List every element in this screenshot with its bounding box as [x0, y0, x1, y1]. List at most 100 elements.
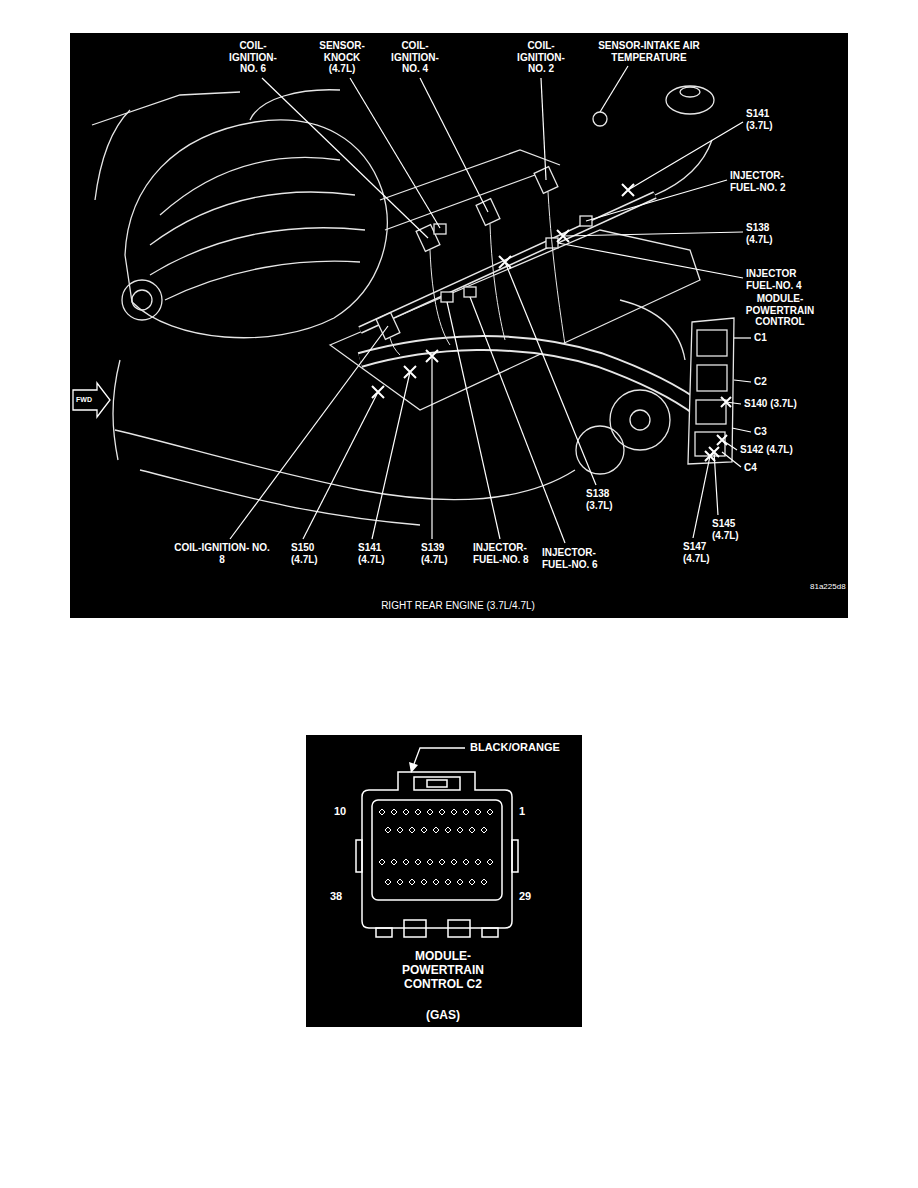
engine-front — [620, 300, 685, 360]
coil-wires — [390, 192, 565, 355]
leader-line — [372, 372, 410, 539]
wire — [430, 250, 450, 345]
pin-cavity — [397, 879, 403, 885]
throttle-body — [132, 290, 152, 310]
pin-cavity — [451, 859, 457, 865]
leader-line — [541, 78, 546, 180]
pin-cavity — [445, 827, 451, 833]
module-connector — [695, 432, 725, 456]
throttle-body — [122, 280, 162, 320]
splice-mark — [426, 350, 438, 362]
splice-label: S138 (3.7L) — [586, 488, 630, 511]
pin-number: 38 — [330, 890, 342, 903]
pin-grid — [379, 809, 493, 885]
pin-cavity — [385, 827, 391, 833]
splice-mark — [404, 366, 416, 378]
leader-line — [722, 452, 741, 467]
leader-line — [230, 326, 388, 539]
iat-sensor — [593, 112, 607, 126]
splice-label: S140 (3.7L) — [744, 398, 797, 410]
connector-tab — [376, 928, 392, 937]
callout-label: SENSOR-INTAKE AIR TEMPERATURE — [595, 40, 703, 63]
leader-line — [693, 456, 710, 538]
pin-cavity — [445, 879, 451, 885]
callout-label: INJECTOR- FUEL-NO. 6 — [542, 547, 608, 570]
callout-label: MODULE- POWERTRAIN CONTROL — [738, 293, 822, 328]
plenum-rib — [165, 261, 360, 300]
connector-clip — [512, 840, 518, 872]
splice-label: S145 (4.7L) — [712, 518, 756, 541]
plenum-rib — [150, 228, 365, 275]
engine-block — [115, 430, 575, 500]
leader-line — [563, 232, 743, 236]
intake-plenum — [125, 120, 387, 338]
direction-label: FWD — [76, 396, 92, 404]
callout-label: INJECTOR- FUEL-NO. 8 — [473, 542, 539, 565]
pin-cavity — [463, 809, 469, 815]
pin-cavity — [475, 809, 481, 815]
callout-label: SENSOR- KNOCK (4.7L) — [314, 40, 370, 75]
leader-line — [600, 66, 628, 112]
connector-tab — [482, 928, 498, 937]
callout-label: COIL-IGNITION- NO. 8 — [174, 542, 270, 565]
reservoir — [666, 86, 714, 114]
pin-cavity — [403, 809, 409, 815]
connector-title: (GAS) — [413, 1009, 473, 1023]
module-connector — [697, 330, 727, 356]
pin-cavity — [427, 859, 433, 865]
connector-body — [362, 772, 512, 928]
pin-cavity — [481, 827, 487, 833]
wire — [390, 338, 400, 355]
pin-cavity — [463, 859, 469, 865]
pin-cavity — [469, 879, 475, 885]
firewall-line — [95, 110, 130, 200]
fuel-injector — [441, 292, 453, 302]
module-connector — [697, 365, 727, 391]
splice-mark — [499, 256, 511, 268]
splice-mark — [717, 435, 727, 445]
pin-number: 1 — [519, 805, 525, 818]
callout-label: COIL- IGNITION- NO. 2 — [509, 40, 573, 75]
arrowhead — [409, 762, 418, 773]
connector-label: C3 — [754, 426, 767, 438]
pin-cavity — [487, 809, 493, 815]
connector-latch — [414, 777, 460, 790]
connector-clip — [356, 840, 362, 872]
pin-cavity — [457, 827, 463, 833]
pin-cavity — [379, 809, 385, 815]
leader-line — [303, 392, 378, 539]
pin-cavity — [475, 859, 481, 865]
pulley — [576, 426, 624, 474]
wire — [490, 224, 505, 340]
pulley — [630, 410, 650, 430]
connector-title: MODULE- POWERTRAIN CONTROL C2 — [393, 950, 493, 991]
pin-cavity — [391, 809, 397, 815]
splice-label: S142 (4.7L) — [740, 444, 793, 456]
fuel-injector — [464, 287, 476, 297]
pin-cavity — [487, 859, 493, 865]
leader-line — [447, 302, 500, 539]
pin-cavity — [439, 859, 445, 865]
pin-cavity — [385, 879, 391, 885]
connector-label: C2 — [754, 376, 767, 388]
wire-harness — [360, 343, 700, 410]
splice-mark — [622, 184, 634, 196]
figure-caption: RIGHT REAR ENGINE (3.7L/4.7L) — [308, 600, 608, 612]
plenum-rib — [160, 157, 340, 215]
connector-tab — [404, 920, 426, 937]
callout-label: COIL- IGNITION- NO. 4 — [383, 40, 447, 75]
pulley — [610, 390, 670, 450]
intake-runner — [385, 175, 535, 230]
pin-cavity — [391, 859, 397, 865]
pin-cavity — [481, 879, 487, 885]
leader-line — [558, 243, 743, 278]
connector-drawing — [356, 772, 518, 937]
leader-line — [714, 452, 718, 515]
callout-label: INJECTOR- FUEL-NO. 2 — [730, 170, 802, 193]
connector-panel — [306, 735, 582, 1027]
pin-cavity — [433, 827, 439, 833]
splice-label: S147 (4.7L) — [683, 541, 727, 564]
callout-label: COIL- IGNITION- NO. 6 — [221, 40, 285, 75]
pin-cavity — [409, 879, 415, 885]
